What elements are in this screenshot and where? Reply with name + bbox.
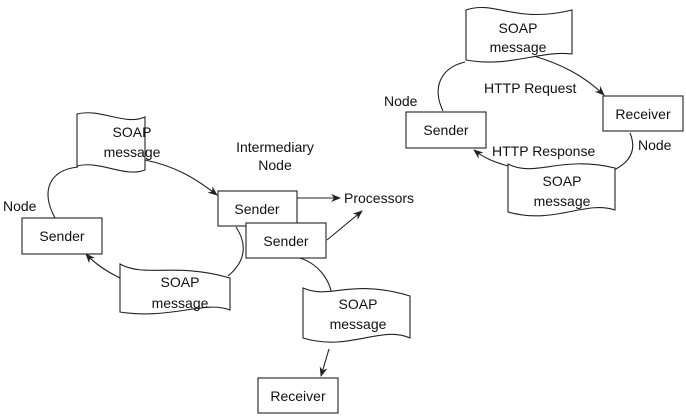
sender-node-label: Node — [384, 93, 418, 109]
doc-line-1: SOAP — [499, 20, 538, 36]
doc-line-2: message — [104, 144, 161, 160]
node-to-message-curve — [47, 166, 79, 219]
sender2-to-processors-arrow — [326, 210, 363, 241]
receiver-node-label: Node — [638, 137, 672, 153]
receiver-label: Receiver — [270, 388, 326, 404]
doc-line-1: SOAP — [543, 173, 582, 189]
http-request-label: HTTP Request — [484, 80, 576, 96]
http-response-arrow — [473, 149, 509, 167]
http-response-label: HTTP Response — [492, 143, 595, 159]
sender-label: Sender — [423, 122, 468, 138]
right-diagram: SOAP message HTTP Request Node Sender Re… — [384, 6, 684, 217]
soap-message-doc: SOAP message — [302, 287, 411, 343]
sender-label: Sender — [39, 228, 84, 244]
sender-box: Sender — [21, 217, 103, 255]
doc-line-1: SOAP — [339, 296, 378, 312]
doc-line-1: SOAP — [113, 124, 152, 140]
intermediary-sender-box-2: Sender — [245, 222, 327, 259]
node-label: Node — [3, 198, 37, 214]
soap-message-doc: SOAP message — [76, 112, 161, 173]
receiver-box: Receiver — [602, 95, 684, 132]
sender-label: Sender — [234, 201, 279, 217]
doc-line-1: SOAP — [161, 274, 200, 290]
intermediary-label-line-1: Intermediary — [236, 139, 314, 155]
receiver-box: Receiver — [257, 377, 339, 414]
bottom-message-to-sender-arrow — [85, 253, 121, 279]
sender-box: Sender — [405, 111, 487, 149]
soap-message-doc: SOAP message — [465, 6, 573, 63]
doc-line-2: message — [330, 316, 387, 332]
intermediary-sender-box-1: Sender — [217, 190, 298, 227]
doc-line-2: message — [490, 39, 547, 55]
sender-label: Sender — [263, 233, 308, 249]
soap-message-doc: SOAP message — [119, 263, 231, 315]
doc-line-2: message — [152, 295, 209, 311]
intermediary-to-bottom-message-curve — [227, 226, 244, 277]
receiver-to-message-curve — [613, 132, 634, 171]
processors-label: Processors — [344, 190, 414, 206]
receiver-label: Receiver — [615, 106, 671, 122]
sender-to-message-curve — [437, 61, 466, 112]
forward-message-to-receiver-arrow — [319, 348, 330, 377]
doc-line-2: message — [534, 193, 591, 209]
intermediary-to-forward-message-curve — [295, 256, 333, 297]
http-request-arrow — [533, 55, 605, 96]
left-diagram: SOAP message Node Sender SOAP message In… — [3, 112, 414, 414]
soap-message-doc: SOAP message — [507, 163, 616, 217]
message-to-intermediary-arrow — [144, 159, 218, 196]
intermediary-label-line-2: Node — [258, 157, 292, 173]
